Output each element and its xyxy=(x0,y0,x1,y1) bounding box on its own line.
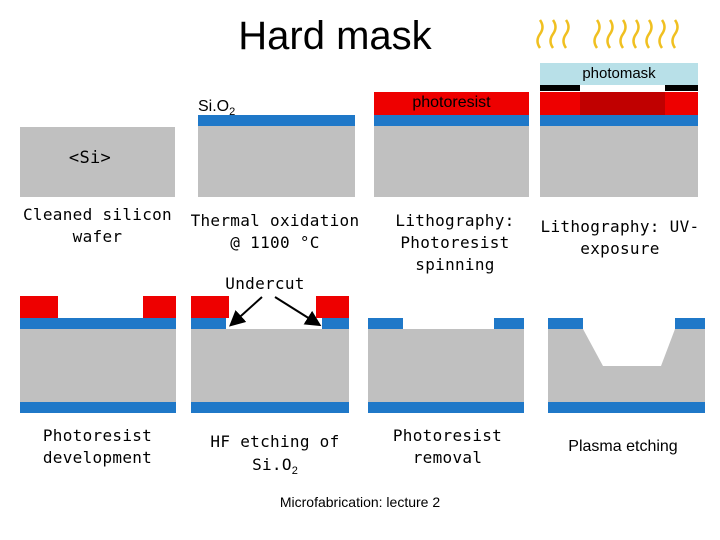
step-6-label-text: HF etching of Si.O xyxy=(210,432,340,474)
step-6-label: HF etching of Si.O2 xyxy=(185,431,365,482)
wafer-5-photoresist-left xyxy=(20,296,58,318)
sio2-label: Si.O2 xyxy=(198,96,235,123)
wafer-6-oxide-bottom xyxy=(191,402,349,413)
sio2-label-sub: 2 xyxy=(229,106,236,119)
footer: Microfabrication: lecture 2 xyxy=(279,494,441,510)
wafer-4-exposed-resist xyxy=(580,92,665,115)
photomask-label: photomask xyxy=(582,65,656,82)
step-1-label: Cleaned silicon wafer xyxy=(23,205,172,246)
wafer-4-photoresist-right xyxy=(665,92,698,115)
step-4-label: Lithography: UV-exposure xyxy=(540,217,700,258)
wafer-7-oxide-bottom xyxy=(368,402,524,413)
step-3-label: Lithography: Photoresist spinning xyxy=(395,211,515,274)
step-8-label: Plasma etching xyxy=(568,438,678,455)
step-2-label: Thermal oxidation @ 1100 °C xyxy=(190,211,360,252)
undercut-label: Undercut xyxy=(225,274,305,293)
photomask xyxy=(540,63,698,85)
wafer-7-oxide-right xyxy=(494,318,524,329)
wafer-2-silicon xyxy=(198,126,355,197)
wafer-6-photoresist-right xyxy=(316,296,349,318)
wafer-2-oxide-top xyxy=(198,115,355,126)
wafer-7-oxide-left xyxy=(368,318,403,329)
step-5-label: Photoresist development xyxy=(42,426,153,467)
wafer-4-silicon xyxy=(540,126,698,197)
wafer-6-oxide-right xyxy=(322,318,349,329)
step-7-label: Photoresist removal xyxy=(392,426,503,467)
sio2-label-text: Si.O xyxy=(198,98,230,115)
wafer-4-photoresist-left xyxy=(540,92,580,115)
wafer-7-silicon xyxy=(368,329,524,402)
wafer-5-silicon xyxy=(20,329,176,402)
photomask-opaque-right xyxy=(665,85,698,91)
photomask-opaque-left xyxy=(540,85,580,91)
wafer-8-oxide-right xyxy=(675,318,705,329)
wafer-5-oxide-bottom xyxy=(20,402,176,413)
wafer-8-oxide-bottom xyxy=(548,402,705,413)
wafer-5-oxide-top xyxy=(20,318,176,329)
wafer-4-oxide-top xyxy=(540,115,698,126)
wafer-6-silicon xyxy=(191,329,349,402)
wafer-6-oxide-left xyxy=(191,318,226,329)
page-title: Hard mask xyxy=(238,14,432,58)
silicon-label: <Si> xyxy=(68,148,112,168)
photoresist-label-front: photoresist xyxy=(412,94,491,111)
wafer-3-oxide-top xyxy=(374,115,529,126)
wafer-3-silicon xyxy=(374,126,529,197)
wafer-6-photoresist-left xyxy=(191,296,229,318)
wafer-1-silicon xyxy=(20,127,175,197)
wafer-8-oxide-left xyxy=(548,318,583,329)
wafer-3-photoresist-fill xyxy=(374,92,529,115)
step-6-label-sub: 2 xyxy=(291,465,298,478)
wafer-5-photoresist-right xyxy=(143,296,176,318)
